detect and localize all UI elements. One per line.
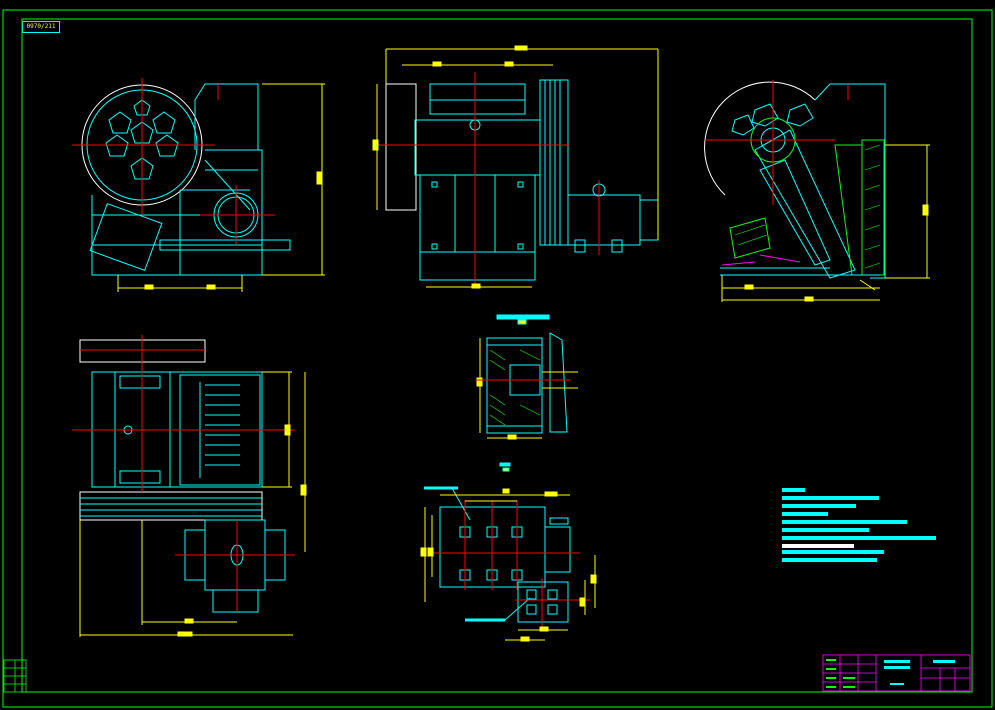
side-view (385, 79, 659, 281)
top-view-centerlines (72, 335, 295, 612)
top-view-dimensions (79, 371, 307, 637)
base-plan (424, 462, 571, 623)
side-view-dimensions (372, 45, 659, 289)
section-view-hatching (734, 144, 881, 269)
section-view (704, 81, 886, 279)
front-view-dimensions (117, 83, 325, 292)
drawing-frame (2, 9, 993, 708)
revision-block (3, 659, 27, 693)
section-view-dimensions (721, 144, 930, 302)
front-view-centerlines (72, 78, 275, 245)
pulley-dimensions (475, 338, 570, 440)
side-view-centerlines (375, 72, 600, 285)
top-view (79, 339, 286, 613)
pulley-hatching (489, 349, 541, 426)
title-block (822, 654, 971, 692)
section-view-springs (721, 254, 801, 266)
title-block-text (826, 659, 955, 688)
base-plan-centerlines (430, 500, 590, 630)
front-view (81, 83, 291, 276)
pulley-detail (486, 314, 578, 434)
base-plan-dimensions (420, 488, 597, 642)
section-view-centerlines (705, 80, 849, 205)
technical-notes (782, 488, 936, 562)
